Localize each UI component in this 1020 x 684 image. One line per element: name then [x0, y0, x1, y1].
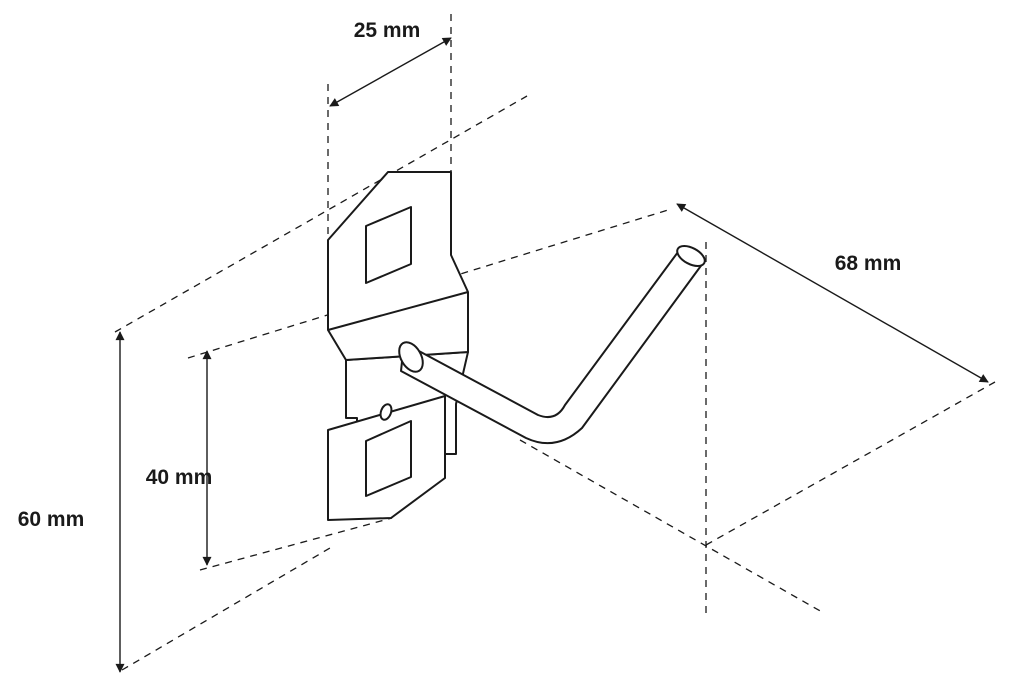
- ext-line-floor: [519, 439, 823, 613]
- upper-slot: [365, 206, 412, 284]
- dim-length-label: 68 mm: [835, 252, 902, 275]
- dim-width-line: [329, 37, 452, 107]
- ext-line-bottom-outer: [121, 547, 331, 671]
- upper-tab-fold: [327, 291, 469, 331]
- dim-width-label: 25 mm: [354, 19, 421, 42]
- rivet-hole: [379, 403, 393, 421]
- ext-line-floor-right: [705, 381, 996, 546]
- extension-lines: [114, 14, 996, 671]
- ext-line-bottom-inner: [199, 517, 393, 571]
- dim-outer-height-label: 60 mm: [18, 508, 85, 531]
- hook-rod-body: [400, 251, 704, 445]
- ext-line-top-back: [114, 95, 528, 333]
- lower-slot: [365, 420, 412, 497]
- dim-length-line: [676, 203, 989, 383]
- dim-inner-height-label: 40 mm: [146, 466, 213, 489]
- hook-rod-base: [398, 341, 424, 373]
- backplate: [327, 171, 469, 521]
- dimension-lines: [115, 37, 989, 673]
